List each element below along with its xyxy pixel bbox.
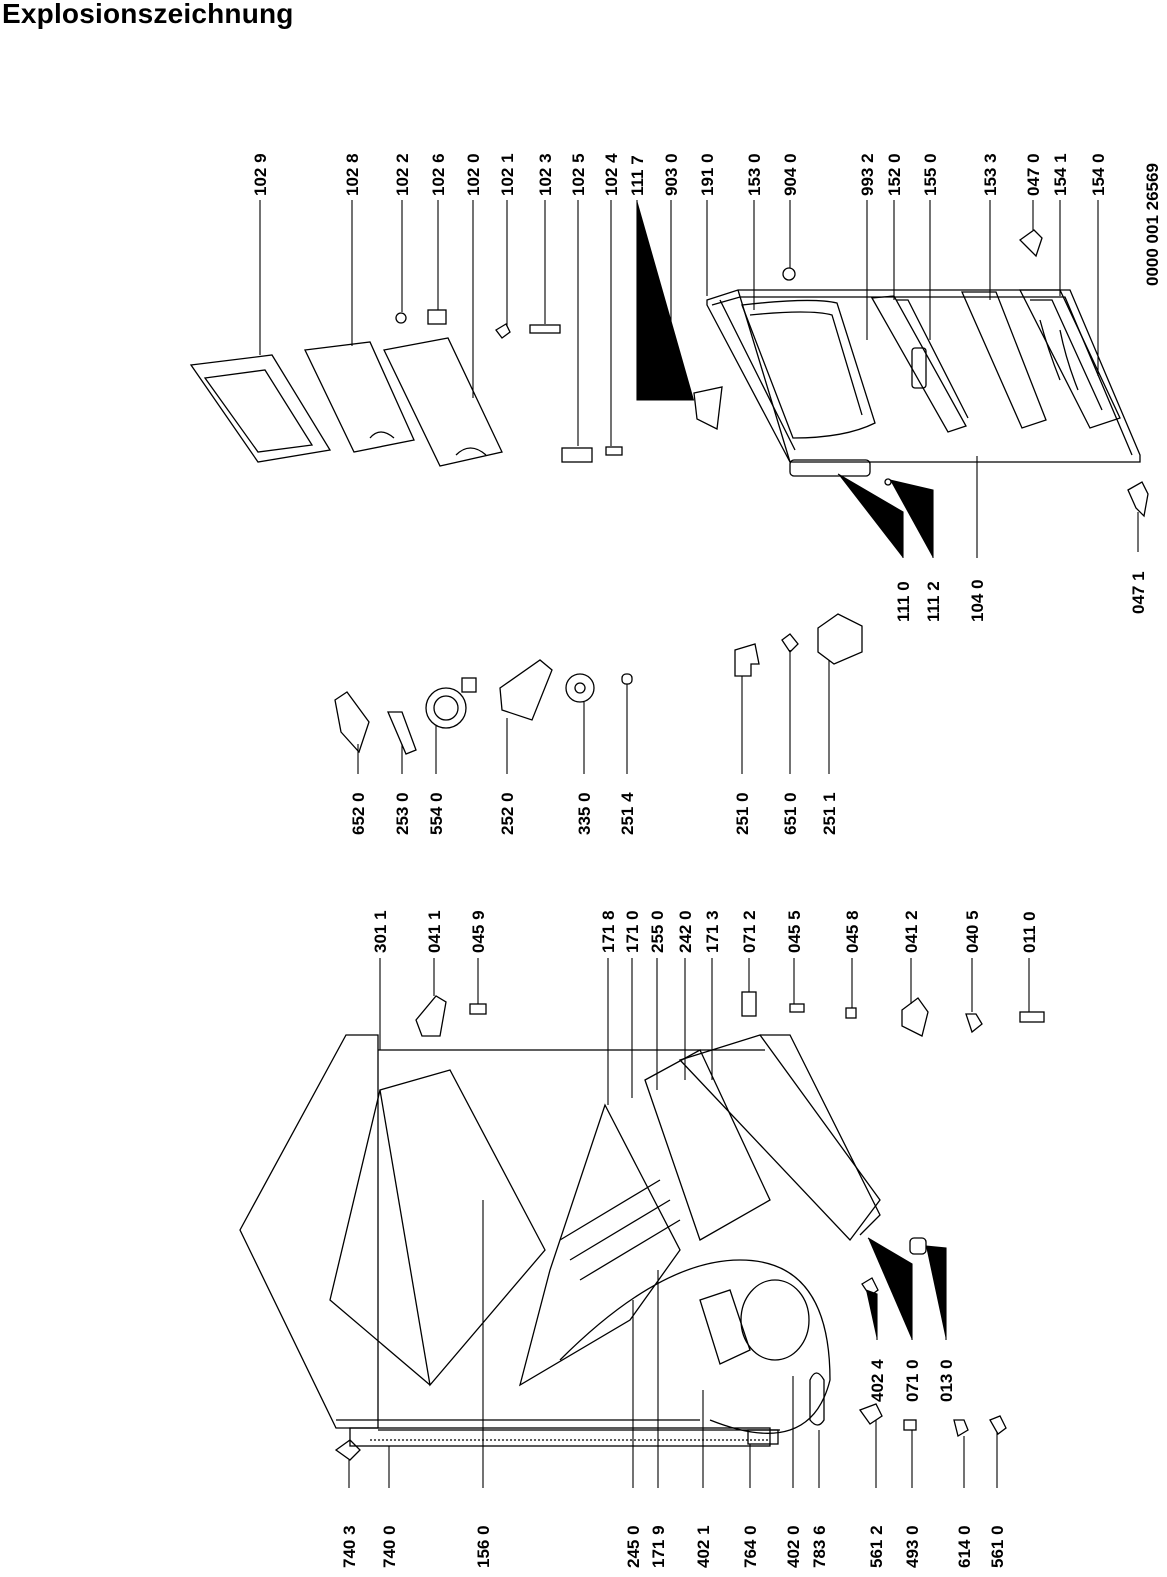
page-title: Explosionszeichnung (2, 0, 294, 29)
part-label: 493 0 (903, 1525, 922, 1568)
part-label: 102 1 (498, 153, 517, 196)
part-label: 651 0 (781, 792, 800, 835)
part-label: 111 2 (924, 581, 943, 622)
part-label: 171 3 (703, 910, 722, 953)
part-label: 045 9 (469, 910, 488, 953)
part-label: 045 8 (843, 910, 862, 953)
part-label: 102 8 (343, 153, 362, 196)
part-label: 903 0 (662, 153, 681, 196)
part-label: 251 4 (618, 792, 637, 835)
part-label: 245 0 (624, 1525, 643, 1568)
part-label: 047 1 (1129, 571, 1148, 614)
part-labels-middle: 652 0 253 0 554 0 252 0 335 0 251 4 251 … (349, 792, 839, 835)
part-label: 040 5 (963, 910, 982, 953)
part-label: 242 0 (676, 910, 695, 953)
part-label: 171 9 (649, 1525, 668, 1568)
part-label: 554 0 (427, 792, 446, 835)
part-label: 614 0 (955, 1525, 974, 1568)
part-label: 740 3 (340, 1525, 359, 1568)
leader-lines (259, 200, 1139, 1488)
part-labels-door-bottom: 111 0 111 2 104 0 047 1 (894, 571, 1148, 622)
part-label: 301 1 (371, 910, 390, 953)
part-label: 993 2 (858, 153, 877, 196)
part-label: 102 3 (536, 153, 555, 196)
part-label: 402 4 (868, 1359, 887, 1402)
part-label: 652 0 (349, 792, 368, 835)
part-label: 191 0 (698, 153, 717, 196)
part-labels-cabinet-bottom: 402 4 071 0 013 0 740 3 740 0 156 0 245 … (340, 1359, 1007, 1568)
part-label: 783 6 (810, 1525, 829, 1568)
part-label: 047 0 (1024, 153, 1043, 196)
part-label: 171 0 (623, 910, 642, 953)
part-label: 102 2 (393, 153, 412, 196)
part-label: 561 0 (988, 1525, 1007, 1568)
part-label: 253 0 (393, 792, 412, 835)
drawing-number: 0000 001 26569 (1143, 163, 1162, 286)
part-label: 154 0 (1089, 153, 1108, 196)
thermostat-components-illustration (334, 613, 863, 755)
part-label: 251 1 (820, 792, 839, 835)
part-label: 155 0 (921, 153, 940, 196)
part-label: 013 0 (937, 1359, 956, 1402)
part-label: 071 2 (740, 910, 759, 953)
part-label: 171 8 (599, 910, 618, 953)
part-label: 102 5 (569, 153, 588, 196)
part-label: 251 0 (733, 792, 752, 835)
part-label: 045 5 (785, 910, 804, 953)
part-label: 102 9 (251, 153, 270, 196)
part-label: 102 6 (429, 153, 448, 196)
part-labels-cabinet-top: 301 1 041 1 045 9 171 8 171 0 255 0 242 … (371, 910, 1039, 953)
part-label: 904 0 (781, 153, 800, 196)
part-label: 402 0 (784, 1525, 803, 1568)
part-label: 153 0 (745, 153, 764, 196)
part-label: 041 1 (425, 910, 444, 953)
part-label: 740 0 (380, 1525, 399, 1568)
part-label: 335 0 (575, 792, 594, 835)
part-label: 156 0 (474, 1525, 493, 1568)
part-label: 111 7 (628, 155, 647, 196)
door-illustration (665, 229, 1149, 518)
part-label: 154 1 (1051, 153, 1070, 196)
part-label: 764 0 (741, 1525, 760, 1568)
part-labels-top: 102 9 102 8 102 2 102 6 102 0 102 1 102 … (251, 153, 1108, 196)
part-label: 153 3 (981, 153, 1000, 196)
part-label: 102 0 (464, 153, 483, 196)
part-label: 152 0 (885, 153, 904, 196)
part-label: 111 0 (894, 581, 913, 622)
part-label: 041 2 (902, 910, 921, 953)
cabinet-illustration (239, 1034, 881, 1447)
part-label: 102 4 (602, 153, 621, 196)
part-label: 011 0 (1020, 911, 1039, 953)
tray-illustrations (189, 309, 623, 467)
part-label: 561 2 (867, 1525, 886, 1568)
part-label: 255 0 (648, 910, 667, 953)
part-label: 402 1 (694, 1525, 713, 1568)
part-label: 252 0 (498, 792, 517, 835)
part-label: 071 0 (903, 1359, 922, 1402)
part-label: 104 0 (968, 579, 987, 622)
